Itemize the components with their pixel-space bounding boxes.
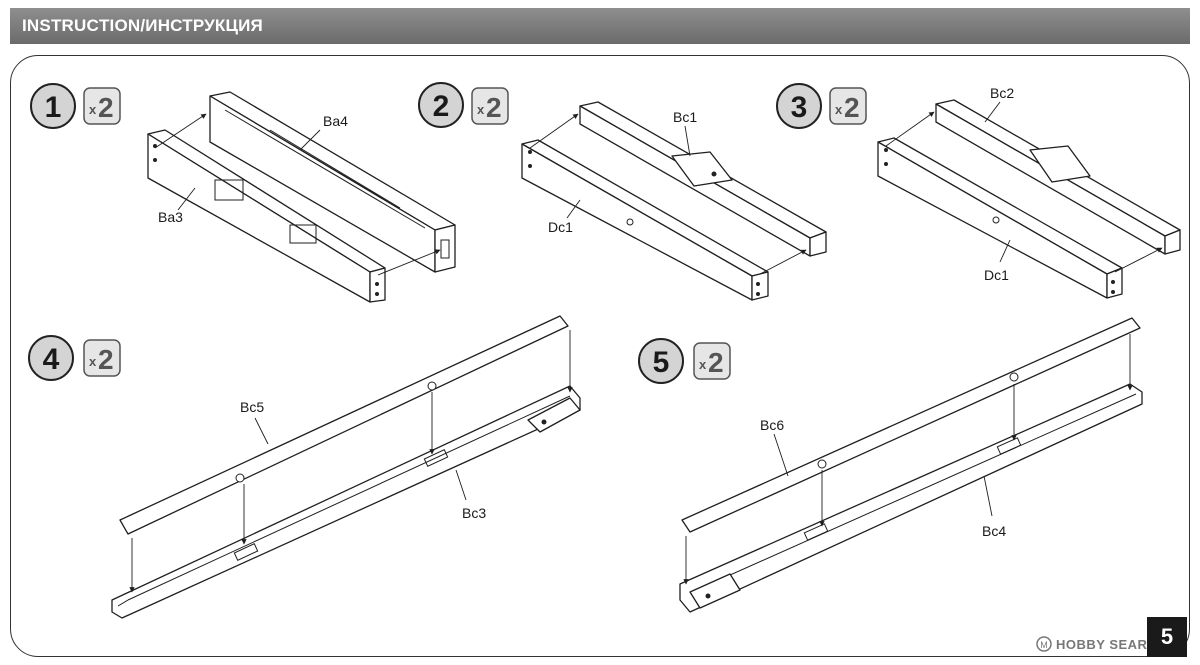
- step-3-badge: 3 x 2: [776, 83, 867, 129]
- step-5-part-bc4: [679, 383, 1143, 613]
- step-1-multiplier-x: x: [89, 102, 97, 117]
- watermark-text: HOBBY SEARCH: [1056, 637, 1167, 652]
- step-3: 3 x 2 Bc2 Dc1: [776, 83, 1181, 299]
- step-1-number: 1: [45, 91, 62, 124]
- hobby-search-logo-icon: M: [1036, 636, 1052, 652]
- page-title: INSTRUCTION/ИНСТРУКЦИЯ: [22, 16, 263, 35]
- step-2: 2 x 2 Bc1 Dc1: [418, 82, 827, 301]
- step-2-multiplier-x: x: [477, 102, 485, 117]
- step-1: 1 x 2 Ba4 Ba3: [30, 83, 456, 303]
- step-4-multiplier-x: x: [89, 354, 97, 369]
- step-4-label-bc3: Bc3: [462, 505, 486, 521]
- step-1-badge: 1 x 2: [30, 83, 121, 129]
- step-4-label-bc5: Bc5: [240, 399, 264, 415]
- step-2-part-dc1: [521, 139, 769, 301]
- step-4-part-bc5: [119, 315, 569, 535]
- header-bar: INSTRUCTION/ИНСТРУКЦИЯ: [10, 8, 1190, 44]
- step-3-number: 3: [791, 91, 808, 124]
- page-number: 5: [1147, 617, 1187, 657]
- step-5-number: 5: [653, 346, 670, 379]
- step-4-number: 4: [43, 343, 60, 376]
- step-2-label-dc1: Dc1: [548, 219, 573, 235]
- step-1-label-ba3: Ba3: [158, 209, 183, 225]
- step-2-number: 2: [433, 90, 450, 123]
- step-2-part-bc1: [579, 101, 827, 257]
- step-5-label-bc4: Bc4: [982, 523, 1006, 539]
- step-1-multiplier-count: 2: [98, 92, 114, 123]
- step-5-multiplier-count: 2: [708, 347, 724, 378]
- step-5-label-bc6: Bc6: [760, 417, 784, 433]
- step-5-part-bc6: [681, 317, 1141, 533]
- step-5-badge: 5 x 2: [638, 338, 731, 384]
- step-4-badge: 4 x 2: [28, 335, 121, 381]
- step-1-part-ba3: [147, 129, 386, 303]
- step-3-multiplier-x: x: [835, 102, 843, 117]
- svg-text:M: M: [1040, 640, 1048, 650]
- step-3-label-dc1: Dc1: [984, 267, 1009, 283]
- step-2-label-bc1: Bc1: [673, 109, 697, 125]
- step-4-multiplier-count: 2: [98, 344, 114, 375]
- step-3-part-dc1: [877, 137, 1123, 299]
- step-3-label-bc2: Bc2: [990, 85, 1014, 101]
- step-3-part-bc2: [935, 99, 1181, 255]
- step-4: 4 x 2 Bc5 Bc3: [28, 315, 581, 619]
- step-2-multiplier-count: 2: [486, 92, 502, 123]
- watermark: M HOBBY SEARCH: [1036, 636, 1167, 652]
- step-1-part-ba4: [209, 91, 456, 273]
- step-3-multiplier-count: 2: [844, 92, 860, 123]
- step-2-badge: 2 x 2: [418, 82, 509, 128]
- step-5-multiplier-x: x: [699, 357, 707, 372]
- instruction-frame: [10, 55, 1190, 657]
- step-5: 5 x 2 Bc6 Bc4: [638, 317, 1143, 613]
- step-1-label-ba4: Ba4: [323, 113, 348, 129]
